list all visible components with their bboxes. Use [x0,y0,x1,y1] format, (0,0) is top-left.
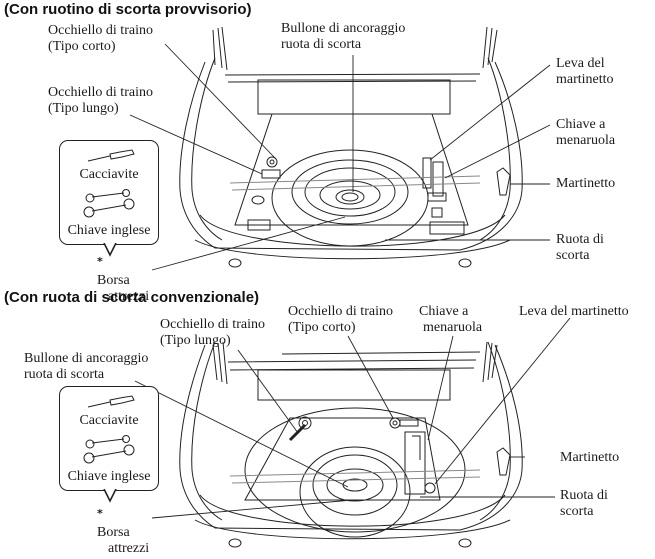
label-tow-hook-short-2: Occhiello di traino (Tipo corto) [288,304,393,335]
trunk-diagram-temporary-spare [179,26,523,268]
tool-label-wrench-2: Chiave inglese [67,469,151,484]
tool-bag-callout-2: Cacciavite Chiave inglese [59,386,159,491]
leader-lines-bottom [134,317,571,519]
tool-label-screwdriver-2: Cacciavite [79,413,139,428]
tool-label-wrench: Chiave inglese [67,223,151,238]
wrench-icon [83,189,135,218]
label-lug-wrench: Chiave a menaruola [556,117,616,148]
screwdriver-icon [87,149,135,162]
leader-lines-top [129,43,551,271]
callout-pointer [103,243,117,257]
label-spare-anchor-bolt: Bullone di ancoraggio ruota di scorta [281,21,406,52]
label-lug-wrench-2: Chiave a menaruola [419,304,483,335]
label-jack-lever: Leva del martinetto [556,56,614,87]
tool-bag-callout: Cacciavite Chiave inglese [59,140,159,245]
wrench-icon [83,435,135,464]
trunk-diagram-conventional-spare [179,341,523,548]
callout-pointer-2 [103,489,117,503]
label-spare-tire-2: Ruota di scorta [560,488,608,519]
label-spare-anchor-bolt-2: Bullone di ancoraggio ruota di scorta [24,351,149,382]
asterisk-icon: * [97,507,103,520]
section-heading-temporary-spare: (Con ruotino di scorta provvisorio) [4,1,252,18]
label-tow-hook-long: Occhiello di traino (Tipo lungo) [48,85,153,116]
label-tow-hook-long-2: Occhiello di traino (Tipo lungo) [160,317,265,348]
tool-label-screwdriver: Cacciavite [79,167,139,182]
screwdriver-icon [87,395,135,408]
label-tow-hook-short: Occhiello di traino (Tipo corto) [48,23,153,54]
label-jack: Martinetto [556,176,616,191]
section-heading-conventional-spare: (Con ruota di scorta convenzionale) [4,289,260,306]
label-spare-tire: Ruota di scorta [556,232,604,263]
label-jack-lever-2: Leva del martinetto [519,304,629,319]
label-tool-bag-2: *Borsa attrezzi [97,507,150,556]
label-tool-bag: *Borsa attrezzi [97,255,150,304]
asterisk-icon: * [97,255,103,268]
label-jack-2: Martinetto [560,450,620,465]
